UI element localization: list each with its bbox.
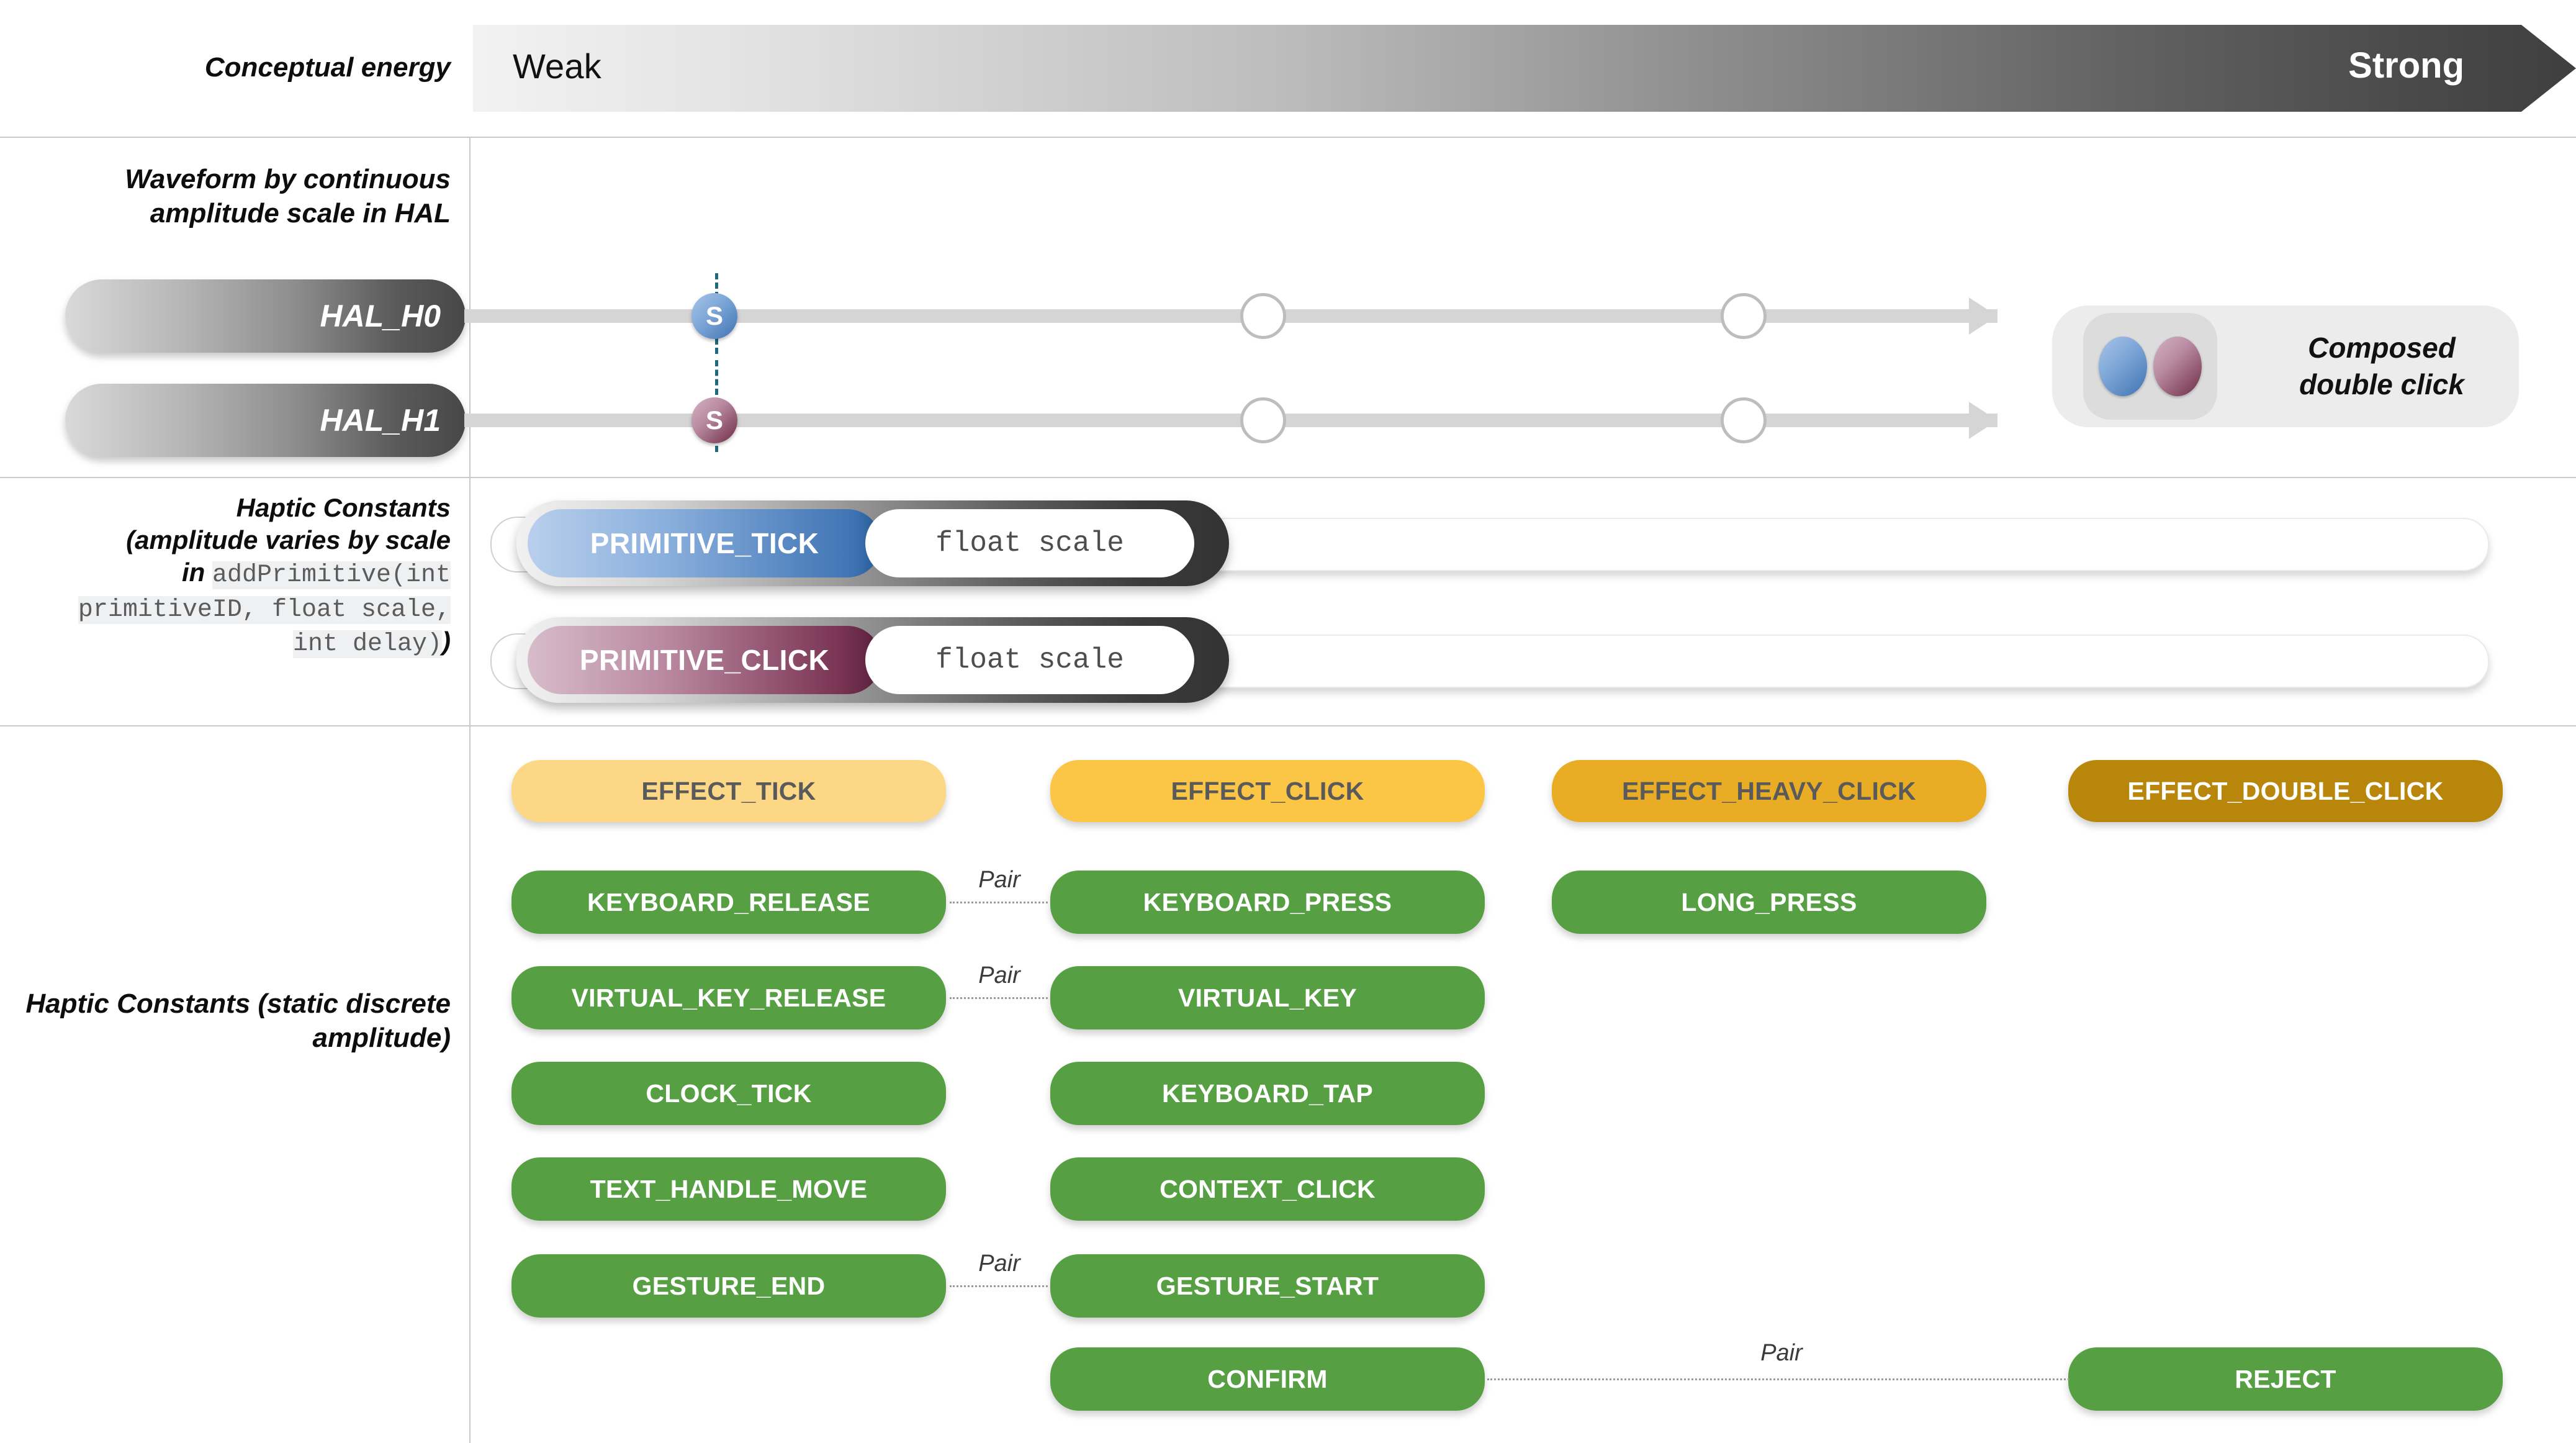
hal-arrowhead-h1 — [1969, 402, 1997, 439]
composed-dot-tick — [2099, 337, 2147, 396]
pair-line-gesture — [950, 1285, 1048, 1287]
primitive-row-click: PRIMITIVE_CLICK float scale — [490, 617, 2489, 704]
effect-pill-click[interactable]: EFFECT_CLICK — [1050, 760, 1485, 822]
constant-pill-keyboard-tap[interactable]: KEYBOARD_TAP — [1050, 1062, 1485, 1125]
hal-node-open-h1-2[interactable] — [1721, 397, 1767, 443]
primitive-name-click[interactable]: PRIMITIVE_CLICK — [528, 626, 881, 694]
effect-pill-tick[interactable]: EFFECT_TICK — [511, 760, 946, 822]
effect-pill-heavy-click[interactable]: EFFECT_HEAVY_CLICK — [1552, 760, 1986, 822]
hal-pill-h0[interactable]: HAL_H0 — [65, 279, 466, 353]
pair-label-virtual-key: Pair — [978, 962, 1020, 988]
constant-pill-virtual-key[interactable]: VIRTUAL_KEY — [1050, 966, 1485, 1029]
primitive-arg-tick: float scale — [865, 509, 1194, 577]
composed-label-line2: double click — [2299, 368, 2464, 400]
constant-pill-clock-tick[interactable]: CLOCK_TICK — [511, 1062, 946, 1125]
pair-label-confirm-reject: Pair — [1760, 1340, 1803, 1366]
energy-weak-label: Weak — [513, 47, 601, 86]
primitive-inner-tick: PRIMITIVE_TICK float scale — [528, 509, 1194, 577]
hal-node-marker-h1: S — [705, 405, 723, 435]
hal-node-marker-h0: S — [705, 301, 723, 330]
constant-pill-reject[interactable]: REJECT — [2068, 1347, 2503, 1411]
hal-pill-label-h1: HAL_H1 — [320, 403, 441, 438]
hc-scale-line2: (amplitude varies by scale — [126, 525, 451, 555]
hal-node-open-h1-1[interactable] — [1240, 397, 1286, 443]
constant-pill-keyboard-release[interactable]: KEYBOARD_RELEASE — [511, 871, 946, 934]
constant-pill-virtual-key-release[interactable]: VIRTUAL_KEY_RELEASE — [511, 966, 946, 1029]
composed-label-line1: Composed — [2308, 332, 2456, 364]
composed-double-click-card[interactable]: Composed double click — [2052, 305, 2519, 427]
hc-scale-in: in — [181, 558, 212, 587]
hal-track-h0 — [464, 309, 1997, 323]
row-divider-2 — [0, 477, 2576, 478]
column-divider — [469, 137, 471, 1443]
effect-pill-double-click[interactable]: EFFECT_DOUBLE_CLICK — [2068, 760, 2503, 822]
constant-pill-confirm[interactable]: CONFIRM — [1050, 1347, 1485, 1411]
hal-pill-h1[interactable]: HAL_H1 — [65, 384, 466, 457]
hal-arrowhead-h0 — [1969, 297, 1997, 335]
constant-pill-keyboard-press[interactable]: KEYBOARD_PRESS — [1050, 871, 1485, 934]
constant-pill-gesture-start[interactable]: GESTURE_START — [1050, 1254, 1485, 1318]
hal-node-scaled-h1[interactable]: S — [691, 397, 737, 443]
primitive-row-tick: PRIMITIVE_TICK float scale — [490, 500, 2489, 587]
row-label-conceptual-energy: Conceptual energy — [204, 52, 451, 83]
constant-pill-long-press[interactable]: LONG_PRESS — [1552, 871, 1986, 934]
hal-node-open-h0-1[interactable] — [1240, 293, 1286, 339]
pair-line-virtual-key — [950, 997, 1048, 999]
conceptual-energy-gradient-arrow — [473, 25, 2576, 112]
composed-label: Composed double click — [2245, 330, 2519, 403]
hal-node-scaled-h0[interactable]: S — [691, 293, 737, 339]
constant-pill-text-handle-move[interactable]: TEXT_HANDLE_MOVE — [511, 1157, 946, 1221]
hc-scale-code: addPrimitive(int primitiveID, float scal… — [78, 561, 451, 659]
composed-dot-click — [2153, 337, 2202, 396]
primitive-inner-click: PRIMITIVE_CLICK float scale — [528, 626, 1194, 694]
row-divider-1 — [0, 137, 2576, 138]
row-divider-3 — [0, 725, 2576, 726]
primitive-name-tick[interactable]: PRIMITIVE_TICK — [528, 509, 881, 577]
composed-chip — [2083, 313, 2217, 420]
row-label-haptic-constants-static: Haptic Constants (static discrete amplit… — [25, 988, 451, 1053]
row-label-waveform: Waveform by continuous amplitude scale i… — [125, 164, 451, 228]
hal-track-h1 — [464, 414, 1997, 427]
energy-strong-label: Strong — [2348, 45, 2464, 86]
hc-scale-close: ) — [442, 627, 451, 656]
hc-scale-line1: Haptic Constants — [236, 493, 451, 522]
constant-pill-gesture-end[interactable]: GESTURE_END — [511, 1254, 946, 1318]
row-label-haptic-constants-scaled: Haptic Constants (amplitude varies by sc… — [25, 492, 451, 660]
hal-pill-label-h0: HAL_H0 — [320, 299, 441, 333]
pair-line-keyboard — [950, 902, 1048, 903]
pair-label-gesture: Pair — [978, 1251, 1020, 1277]
pair-line-confirm-reject — [1487, 1378, 2069, 1380]
primitive-arg-click: float scale — [865, 626, 1194, 694]
pair-label-keyboard: Pair — [978, 867, 1020, 893]
constant-pill-context-click[interactable]: CONTEXT_CLICK — [1050, 1157, 1485, 1221]
hal-node-open-h0-2[interactable] — [1721, 293, 1767, 339]
